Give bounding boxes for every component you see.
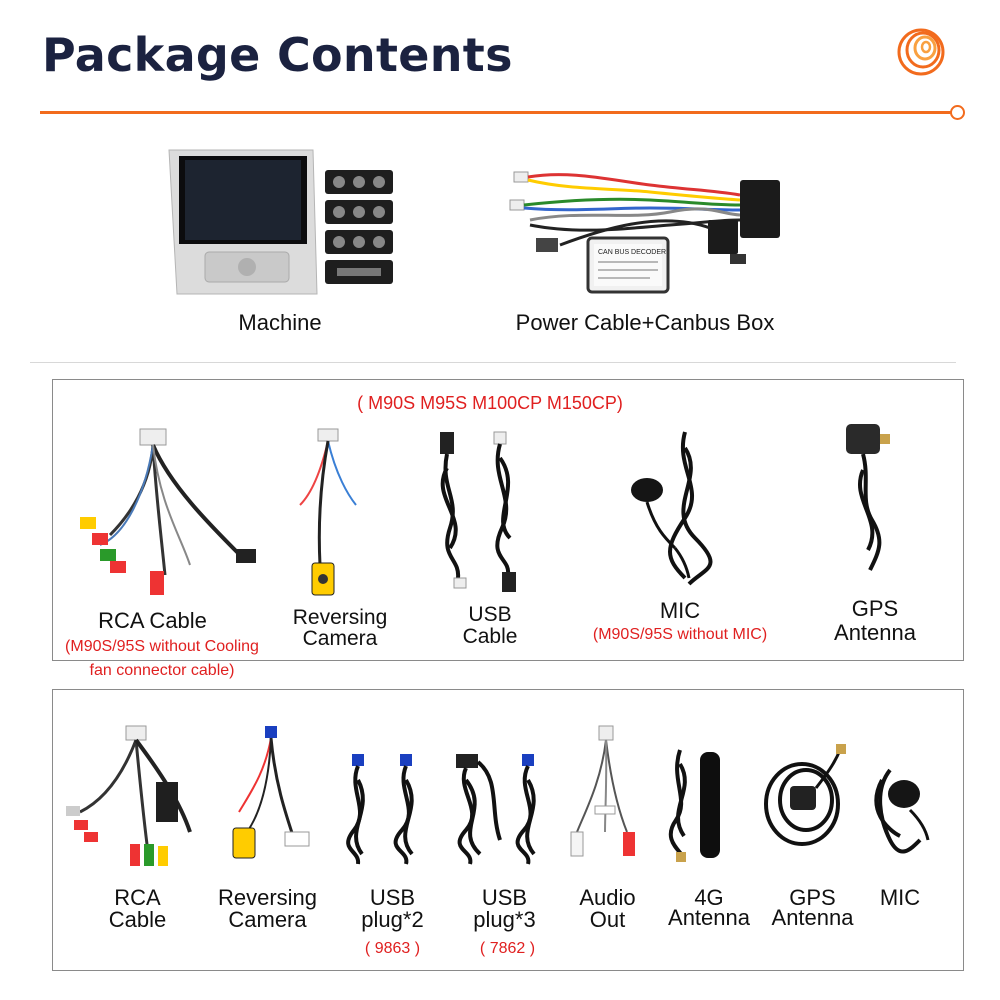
box2-gps-antenna-image (764, 744, 846, 846)
box2-rca-cable-image (66, 725, 192, 866)
brand-logo-icon (897, 28, 945, 76)
power-cable-image: CAN BUS DECODER (509, 171, 780, 294)
box2-usb3-label-line2: plug*3 (473, 907, 536, 932)
box1-rca-note-line2: fan connector cable) (89, 662, 235, 679)
box2-gps-label-line1: GPS (789, 885, 836, 910)
box2-rca-label-line2: Cable (108, 907, 167, 932)
box2-audio-label-line2: Out (589, 907, 626, 932)
box2-usb2-note: ( 9863 ) (364, 940, 421, 957)
box1-gps-label-line1: GPS (851, 596, 899, 621)
machine-image (168, 149, 393, 295)
box2-mic-label: MIC (879, 885, 921, 910)
usb-cable-image (440, 431, 516, 592)
box1-mic-label: MIC (659, 598, 701, 623)
box1-usb-label-line2: Cable (462, 625, 518, 648)
reversing-camera-image (299, 428, 357, 596)
box1-usb-label-line1: USB (468, 603, 512, 626)
box2-usb3-note: ( 7862 ) (479, 940, 536, 957)
page-title: Package Contents (42, 28, 513, 82)
box2-usb2-label-line2: plug*2 (361, 907, 424, 932)
box2-usb3-label-line1: USB (481, 885, 528, 910)
rule-dot (950, 105, 965, 120)
gps-antenna-image (846, 424, 890, 571)
box2-usb-plug2-image (346, 754, 414, 865)
rca-cable-image (80, 428, 256, 595)
box1-rca-label: RCA Cable (98, 608, 207, 633)
box1-rca-note-line1: (M90S/95S without Cooling (65, 638, 259, 655)
box2-4g-antenna-image (668, 749, 720, 862)
mic-image (631, 431, 713, 586)
machine-label: Machine (238, 310, 322, 335)
box2-usb2-label-line1: USB (369, 885, 416, 910)
box2-audio-label-line1: Audio (579, 885, 636, 910)
box2-mic-image (874, 768, 930, 854)
box2-reversing-camera-image (232, 726, 310, 859)
box1-mic-note: (M90S/95S without MIC) (592, 626, 768, 643)
box1-camera-label-line1: Reversing (292, 606, 388, 629)
box2-4g-label-line1: 4G (694, 885, 724, 910)
box2-rca-label-line1: RCA (114, 885, 161, 910)
box1-gps-label-line2: Antenna (834, 620, 916, 645)
models-note: ( M90S M95S M100CP M150CP) (357, 393, 623, 413)
box2-usb-plug3-image (456, 754, 536, 865)
box2-audio-out-image (570, 725, 635, 857)
box2-gps-label-line2: Antenna (771, 905, 854, 930)
title-rule (40, 111, 954, 114)
box1-camera-label-line2: Camera (302, 627, 378, 650)
power-cable-label: Power Cable+Canbus Box (515, 310, 775, 335)
box2-camera-label-line1: Reversing (217, 885, 318, 910)
section-divider (30, 362, 956, 363)
canbus-box-text: CAN BUS DECODER (598, 249, 666, 256)
box2-camera-label-line2: Camera (228, 907, 307, 932)
box2-4g-label-line2: Antenna (668, 905, 750, 930)
